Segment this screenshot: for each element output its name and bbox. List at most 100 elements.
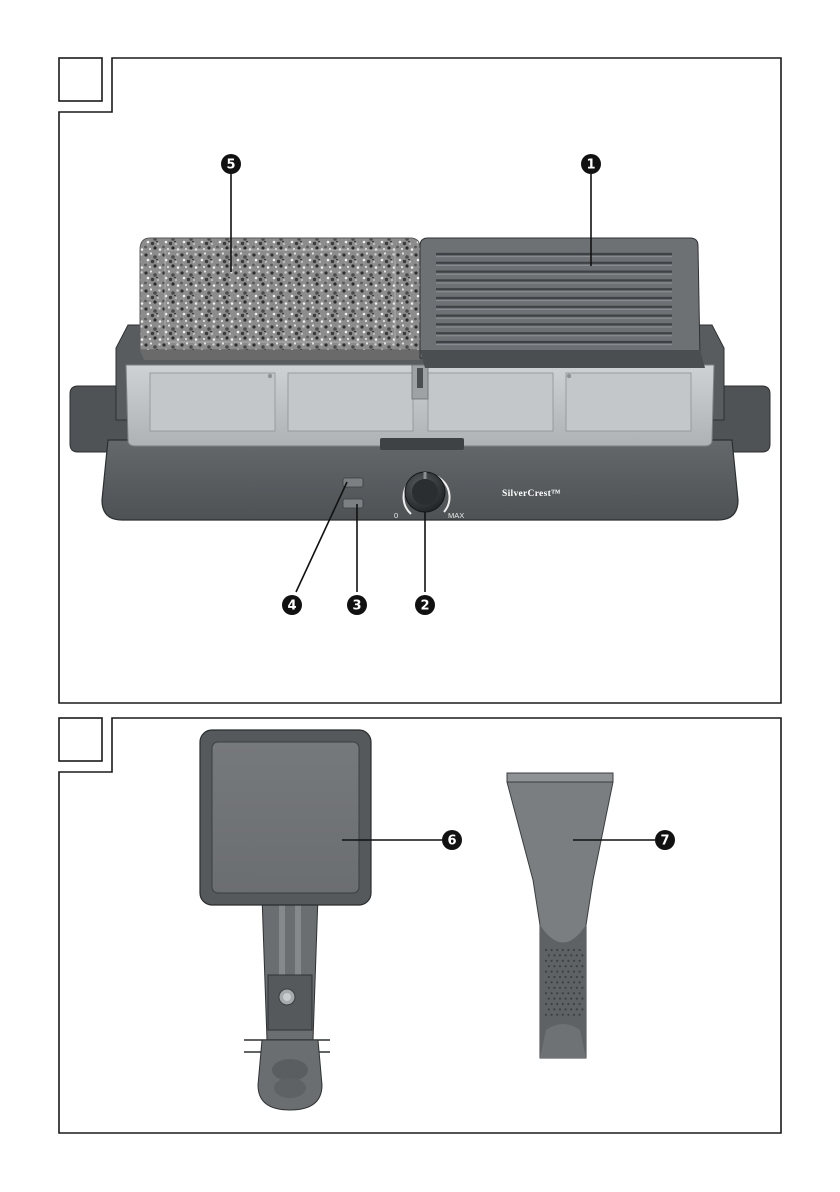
- grip-dot: [562, 949, 564, 951]
- grip-dot: [548, 1008, 550, 1010]
- svg-text:6: 6: [447, 834, 456, 849]
- raclette-grill-appliance: 0 MAX SilverCrest™: [70, 238, 770, 520]
- figure-1-number-box: [59, 58, 102, 101]
- grip-dot: [556, 971, 558, 973]
- grip-dot: [573, 1014, 575, 1016]
- grip-dot: [562, 971, 564, 973]
- grip-dot: [579, 992, 581, 994]
- grip-dot: [573, 992, 575, 994]
- grip-dot: [562, 981, 564, 983]
- callout-6: 6: [442, 830, 462, 850]
- callout-4: 4: [282, 595, 302, 615]
- grip-dot: [565, 1008, 567, 1010]
- grip-dot: [573, 981, 575, 983]
- grip-dot: [581, 976, 583, 978]
- grip-dot: [545, 992, 547, 994]
- grip-dot: [559, 976, 561, 978]
- grip-dot: [551, 1014, 553, 1016]
- grip-dot: [545, 971, 547, 973]
- grip-dot: [562, 1003, 564, 1005]
- grip-dot: [559, 965, 561, 967]
- grip-dot: [559, 998, 561, 1000]
- grip-dot: [553, 1008, 555, 1010]
- grip-dot: [567, 949, 569, 951]
- svg-text:4: 4: [287, 599, 296, 614]
- callout-1: 1: [581, 154, 601, 174]
- grip-dot: [562, 1014, 564, 1016]
- grip-dot: [567, 971, 569, 973]
- grip-dot: [551, 981, 553, 983]
- grip-dot: [581, 954, 583, 956]
- grip-dot: [551, 971, 553, 973]
- grip-dot: [565, 976, 567, 978]
- grip-dot: [565, 954, 567, 956]
- grip-dot: [556, 1003, 558, 1005]
- grip-dot: [573, 960, 575, 962]
- grip-dot: [567, 960, 569, 962]
- grip-dot: [579, 971, 581, 973]
- figure-2-frame: [59, 718, 781, 1133]
- grip-dot: [579, 981, 581, 983]
- grip-dot: [570, 965, 572, 967]
- grip-dot: [581, 1008, 583, 1010]
- control-lamp-lower: [343, 499, 363, 508]
- grip-dot: [551, 960, 553, 962]
- grip-dot: [567, 992, 569, 994]
- grip-dot: [565, 965, 567, 967]
- grip-dot: [567, 981, 569, 983]
- grip-dot: [553, 954, 555, 956]
- grip-dot: [548, 987, 550, 989]
- grip-dot: [570, 1008, 572, 1010]
- grip-dot: [573, 971, 575, 973]
- grill-plate: [420, 238, 705, 368]
- grip-dot: [545, 981, 547, 983]
- grip-dot: [579, 949, 581, 951]
- grip-dot: [556, 1014, 558, 1016]
- grip-dot: [545, 949, 547, 951]
- grip-dot: [545, 1003, 547, 1005]
- grip-dot: [570, 987, 572, 989]
- grip-dot: [576, 1008, 578, 1010]
- grip-dot: [545, 960, 547, 962]
- grip-dot: [559, 1008, 561, 1010]
- grip-dot: [562, 960, 564, 962]
- stone-plate: [140, 238, 420, 360]
- grip-dot: [551, 992, 553, 994]
- grip-dot: [576, 998, 578, 1000]
- grip-dot: [570, 998, 572, 1000]
- grip-dot: [551, 949, 553, 951]
- grip-dot: [576, 954, 578, 956]
- grip-dot: [579, 1003, 581, 1005]
- callout-3: 3: [347, 595, 367, 615]
- knob-max-label: MAX: [448, 511, 464, 520]
- raclette-pan: [200, 730, 371, 1110]
- grip-dot: [581, 965, 583, 967]
- figure-2-number-box: [59, 718, 102, 761]
- grip-dot: [545, 1014, 547, 1016]
- grip-dot: [581, 998, 583, 1000]
- grip-dot: [573, 1003, 575, 1005]
- grip-dot: [567, 1003, 569, 1005]
- grip-dot: [553, 998, 555, 1000]
- grip-dot: [556, 960, 558, 962]
- grip-dot: [576, 987, 578, 989]
- callout-7: 7: [655, 830, 675, 850]
- svg-text:7: 7: [660, 834, 669, 849]
- svg-text:2: 2: [420, 599, 429, 614]
- grip-dot: [553, 976, 555, 978]
- callout-2: 2: [415, 595, 435, 615]
- grip-dot: [565, 998, 567, 1000]
- grip-dot: [576, 976, 578, 978]
- grip-dot: [548, 954, 550, 956]
- brand-logo: SilverCrest™: [502, 489, 561, 499]
- grip-dot: [579, 960, 581, 962]
- grip-dot: [570, 976, 572, 978]
- grip-dot: [570, 954, 572, 956]
- grip-dot: [548, 998, 550, 1000]
- grip-dot: [567, 1014, 569, 1016]
- grip-dot: [553, 987, 555, 989]
- svg-text:3: 3: [352, 599, 361, 614]
- grip-dot: [579, 1014, 581, 1016]
- spatula: [507, 773, 613, 1058]
